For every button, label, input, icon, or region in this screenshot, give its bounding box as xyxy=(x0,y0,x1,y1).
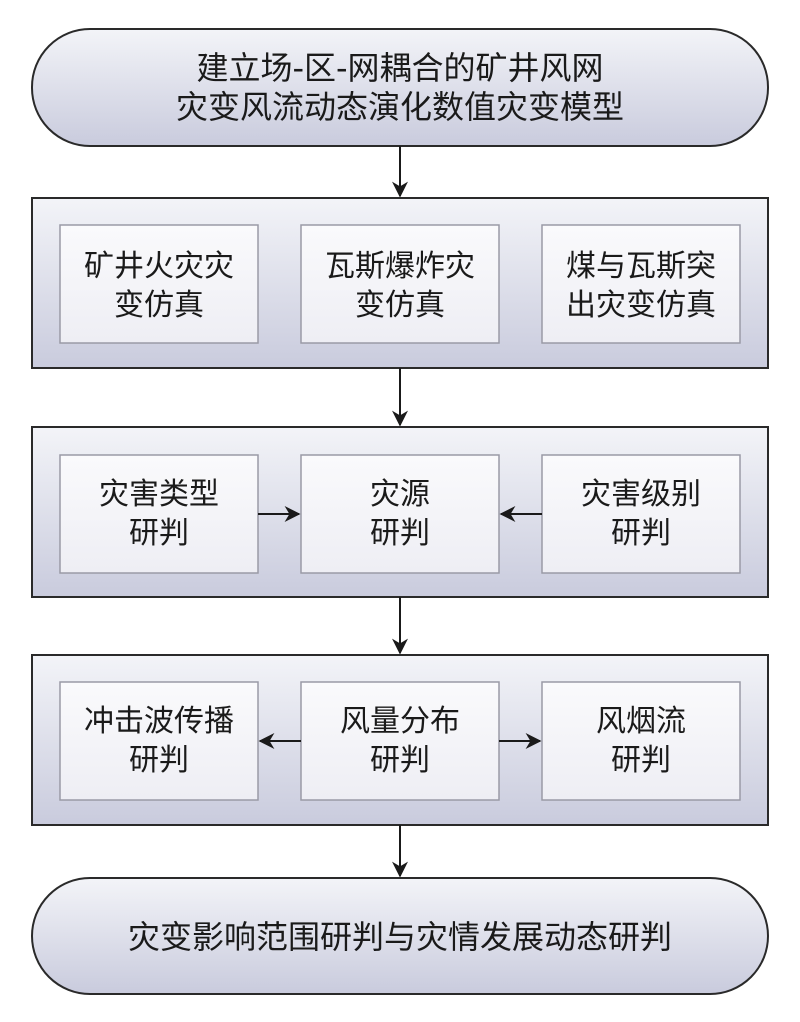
stage1-panel: 矿井火灾灾 变仿真 瓦斯爆炸灾 变仿真 煤与瓦斯突 出灾变仿真 xyxy=(31,197,769,369)
stage3-box-1-line-2: 研判 xyxy=(129,743,189,778)
stage2-box-3-line-2: 研判 xyxy=(611,516,671,551)
bottom-terminal-shape xyxy=(31,877,769,995)
stage2-box-disaster-level: 灾害级别 研判 xyxy=(541,454,741,574)
top-terminal: 建立场-区-网耦合的矿井风网 灾变风流动态演化数值灾变模型 xyxy=(31,28,769,147)
top-terminal-line-2: 灾变风流动态演化数值灾变模型 xyxy=(176,88,624,126)
stage3-panel: 冲击波传播 研判 风量分布 研判 风烟流 研判 xyxy=(31,654,769,826)
stage3-box-3-line-1: 风烟流 xyxy=(596,704,686,739)
stage1-box-1-line-2: 变仿真 xyxy=(114,288,204,323)
stage3-box-2-line-2: 研判 xyxy=(370,743,430,778)
stage1-box-gas-explosion: 瓦斯爆炸灾 变仿真 xyxy=(300,224,500,344)
stage1-box-3-line-2: 出灾变仿真 xyxy=(566,288,716,323)
stage3-box-1-line-1: 冲击波传播 xyxy=(84,704,234,739)
bottom-terminal: 灾变影响范围研判与灾情发展动态研判 xyxy=(31,877,769,995)
stage2-panel: 灾害类型 研判 灾源 研判 灾害级别 研判 xyxy=(31,426,769,598)
stage2-box-2-line-1: 灾源 xyxy=(370,477,430,512)
stage2-box-2-line-2: 研判 xyxy=(370,516,430,551)
stage1-box-outburst: 煤与瓦斯突 出灾变仿真 xyxy=(541,224,741,344)
stage1-box-1-line-1: 矿井火灾灾 xyxy=(84,249,234,284)
stage3-box-shockwave: 冲击波传播 研判 xyxy=(59,681,259,801)
stage1-box-2-line-2: 变仿真 xyxy=(355,288,445,323)
stage3-box-2-line-1: 风量分布 xyxy=(340,704,460,739)
stage1-box-2-line-1: 瓦斯爆炸灾 xyxy=(325,249,475,284)
stage1-box-mine-fire: 矿井火灾灾 变仿真 xyxy=(59,224,259,344)
stage3-box-airflow: 风量分布 研判 xyxy=(300,681,500,801)
stage1-box-3-line-1: 煤与瓦斯突 xyxy=(566,249,716,284)
stage2-box-3-line-1: 灾害级别 xyxy=(581,477,701,512)
top-terminal-line-1: 建立场-区-网耦合的矿井风网 xyxy=(196,49,603,87)
stage2-box-1-line-2: 研判 xyxy=(129,516,189,551)
stage2-box-disaster-source: 灾源 研判 xyxy=(300,454,500,574)
stage2-box-1-line-1: 灾害类型 xyxy=(99,477,219,512)
bottom-terminal-line-1: 灾变影响范围研判与灾情发展动态研判 xyxy=(128,918,672,956)
stage3-box-3-line-2: 研判 xyxy=(611,743,671,778)
stage2-box-disaster-type: 灾害类型 研判 xyxy=(59,454,259,574)
stage3-box-smoke-flow: 风烟流 研判 xyxy=(541,681,741,801)
